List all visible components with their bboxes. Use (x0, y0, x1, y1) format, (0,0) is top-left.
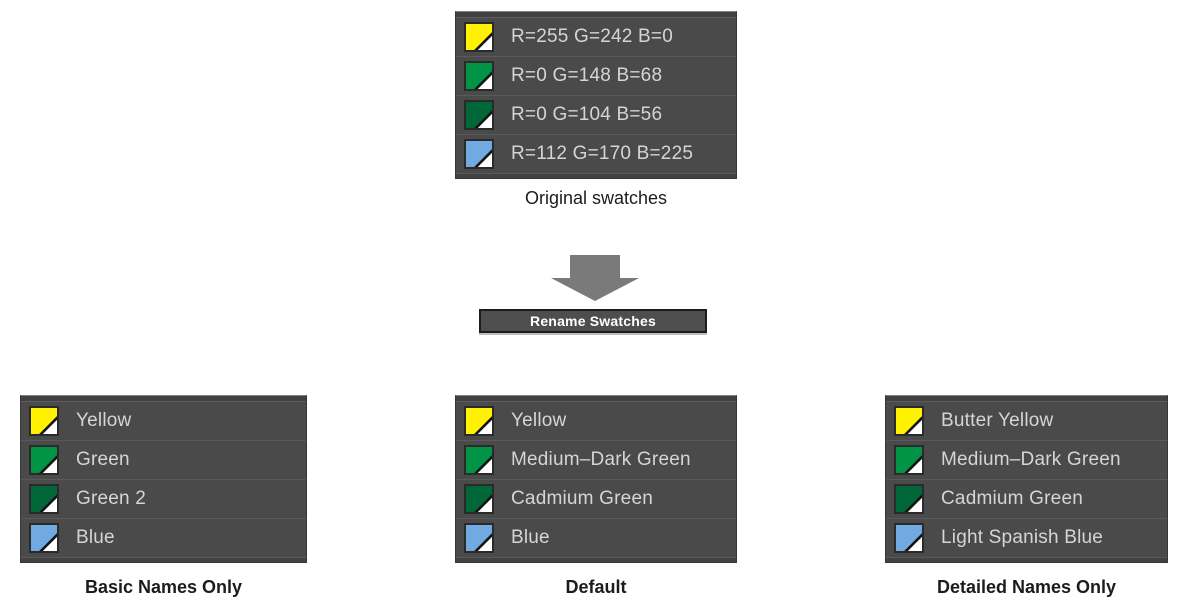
swatch-label: Medium–Dark Green (511, 449, 691, 470)
down-arrow-icon (550, 255, 640, 302)
panel-edge-row (886, 558, 1167, 562)
color-swatch-icon (29, 523, 59, 553)
rename-swatches-button[interactable]: Rename Swatches (479, 309, 707, 333)
swatch-row[interactable]: Light Spanish Blue (886, 519, 1167, 558)
swatch-label: R=255 G=242 B=0 (511, 26, 673, 47)
original-swatches-panel: R=255 G=242 B=0 R=0 G=148 B=68 R=0 G=104… (455, 11, 737, 179)
swatch-row[interactable]: Butter Yellow (886, 402, 1167, 441)
swatch-label: Yellow (511, 410, 567, 431)
swatch-row[interactable]: R=255 G=242 B=0 (456, 18, 736, 57)
color-swatch-icon (464, 61, 494, 91)
swatch-row[interactable]: R=0 G=148 B=68 (456, 57, 736, 96)
swatch-row[interactable]: Medium–Dark Green (886, 441, 1167, 480)
default-names-panel: Yellow Medium–Dark Green Cadmium Green B… (455, 395, 737, 563)
swatch-row[interactable]: Cadmium Green (886, 480, 1167, 519)
basic-names-panel: Yellow Green Green 2 Blue (20, 395, 307, 563)
swatch-row[interactable]: Green (21, 441, 306, 480)
swatch-label: Medium–Dark Green (941, 449, 1121, 470)
color-swatch-icon (29, 406, 59, 436)
swatch-row[interactable]: R=0 G=104 B=56 (456, 96, 736, 135)
swatch-row[interactable]: Yellow (456, 402, 736, 441)
panel-edge-row (21, 558, 306, 562)
color-swatch-icon (464, 100, 494, 130)
panel-edge-row (21, 396, 306, 402)
swatch-row[interactable]: Blue (456, 519, 736, 558)
panel-caption: Basic Names Only (84, 577, 243, 597)
swatch-label: R=0 G=104 B=56 (511, 104, 663, 125)
swatch-row[interactable]: Medium–Dark Green (456, 441, 736, 480)
panel-caption: Original swatches (524, 188, 668, 208)
swatch-label: Green (76, 449, 130, 470)
swatch-row[interactable]: Green 2 (21, 480, 306, 519)
panel-caption: Default (565, 577, 627, 597)
color-swatch-icon (894, 406, 924, 436)
panel-edge-row (456, 12, 736, 18)
color-swatch-icon (464, 445, 494, 475)
detailed-names-panel: Butter Yellow Medium–Dark Green Cadmium … (885, 395, 1168, 563)
color-swatch-icon (894, 523, 924, 553)
swatch-label: R=112 G=170 B=225 (511, 143, 694, 164)
color-swatch-icon (464, 523, 494, 553)
panel-edge-row (456, 396, 736, 402)
swatch-row[interactable]: Blue (21, 519, 306, 558)
panel-edge-row (886, 396, 1167, 402)
color-swatch-icon (894, 484, 924, 514)
swatch-row[interactable]: R=112 G=170 B=225 (456, 135, 736, 174)
color-swatch-icon (894, 445, 924, 475)
color-swatch-icon (29, 484, 59, 514)
swatch-row[interactable]: Cadmium Green (456, 480, 736, 519)
swatch-label: Blue (511, 527, 550, 548)
swatch-label: Light Spanish Blue (941, 527, 1104, 548)
panel-edge-row (456, 174, 736, 178)
swatch-label: Blue (76, 527, 115, 548)
rename-swatches-button-label: Rename Swatches (530, 313, 656, 329)
panel-caption: Detailed Names Only (936, 577, 1117, 597)
swatch-label: Butter Yellow (941, 410, 1054, 431)
swatch-label: R=0 G=148 B=68 (511, 65, 663, 86)
color-swatch-icon (464, 406, 494, 436)
swatch-label: Cadmium Green (941, 488, 1083, 509)
color-swatch-icon (464, 484, 494, 514)
swatch-label: Yellow (76, 410, 132, 431)
color-swatch-icon (464, 22, 494, 52)
swatch-label: Green 2 (76, 488, 147, 509)
swatch-row[interactable]: Yellow (21, 402, 306, 441)
color-swatch-icon (29, 445, 59, 475)
color-swatch-icon (464, 139, 494, 169)
panel-edge-row (456, 558, 736, 562)
swatch-label: Cadmium Green (511, 488, 653, 509)
